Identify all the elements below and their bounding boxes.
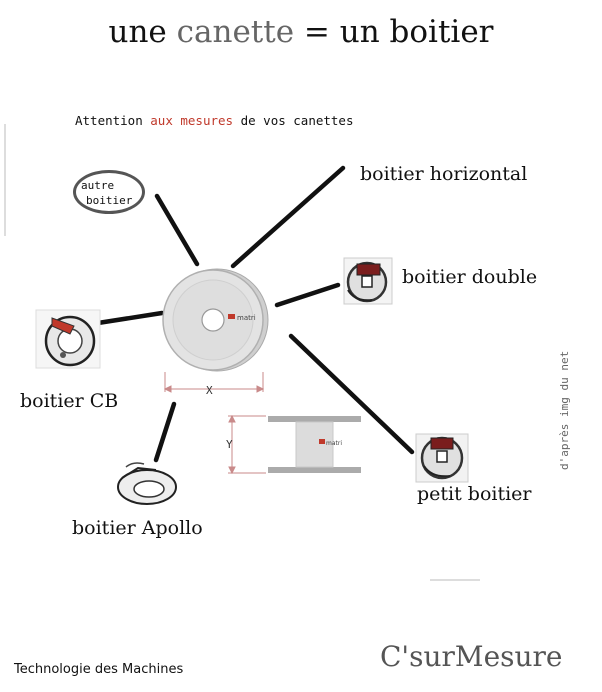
other-case-ellipse	[73, 170, 145, 214]
attention-after: de vos canettes	[233, 113, 354, 128]
title-accent: canette	[176, 14, 295, 50]
bobbin-side-logo-text: matri	[326, 440, 342, 447]
x-dimension-label: X	[206, 384, 213, 397]
connector-apollo	[153, 401, 177, 463]
image-credit: d'après img du net	[558, 350, 571, 470]
bobbin-case-cb-illustration	[35, 309, 101, 369]
other-case-label-line2: boitier	[86, 194, 133, 207]
bobbin-side: matri	[268, 416, 361, 473]
x-dimension	[163, 372, 265, 393]
connector-petit	[288, 333, 415, 455]
bobbin-case-small-illustration	[415, 433, 469, 483]
label-boitier-double: boitier double	[402, 266, 538, 288]
attention-highlight: aux mesures	[150, 113, 234, 128]
connector-lines	[95, 165, 415, 463]
label-boitier-apollo: boitier Apollo	[72, 517, 203, 539]
y-dimension	[228, 414, 266, 475]
page-title: une canette = un boitier	[0, 14, 602, 50]
connector-cb	[95, 310, 165, 326]
brand-signature: C'surMesure	[380, 640, 563, 673]
connector-horizontal	[230, 165, 346, 269]
other-case-label-line1: autre	[81, 179, 115, 192]
bobbin-logo-text: matri	[237, 314, 256, 322]
label-boitier-cb: boitier CB	[20, 390, 119, 412]
attention-before: Attention	[75, 113, 151, 128]
title-part2: = un boitier	[294, 14, 494, 50]
connector-double	[274, 282, 341, 308]
bobbin-front: matri	[162, 268, 269, 372]
label-boitier-horizontal: boitier horizontal	[360, 163, 528, 185]
attention-note: Attention aux mesures de vos canettes	[75, 113, 353, 128]
connector-other	[154, 193, 200, 267]
title-part1: une	[108, 14, 177, 50]
bobbin-case-apollo-illustration	[117, 462, 177, 505]
label-petit-boitier: petit boitier	[417, 483, 532, 505]
bobbin-logo-mark	[228, 314, 235, 319]
bobbin-case-double-illustration	[343, 257, 393, 305]
footer-caption: Technologie des Machines	[14, 662, 184, 677]
y-dimension-label: Y	[226, 438, 233, 451]
